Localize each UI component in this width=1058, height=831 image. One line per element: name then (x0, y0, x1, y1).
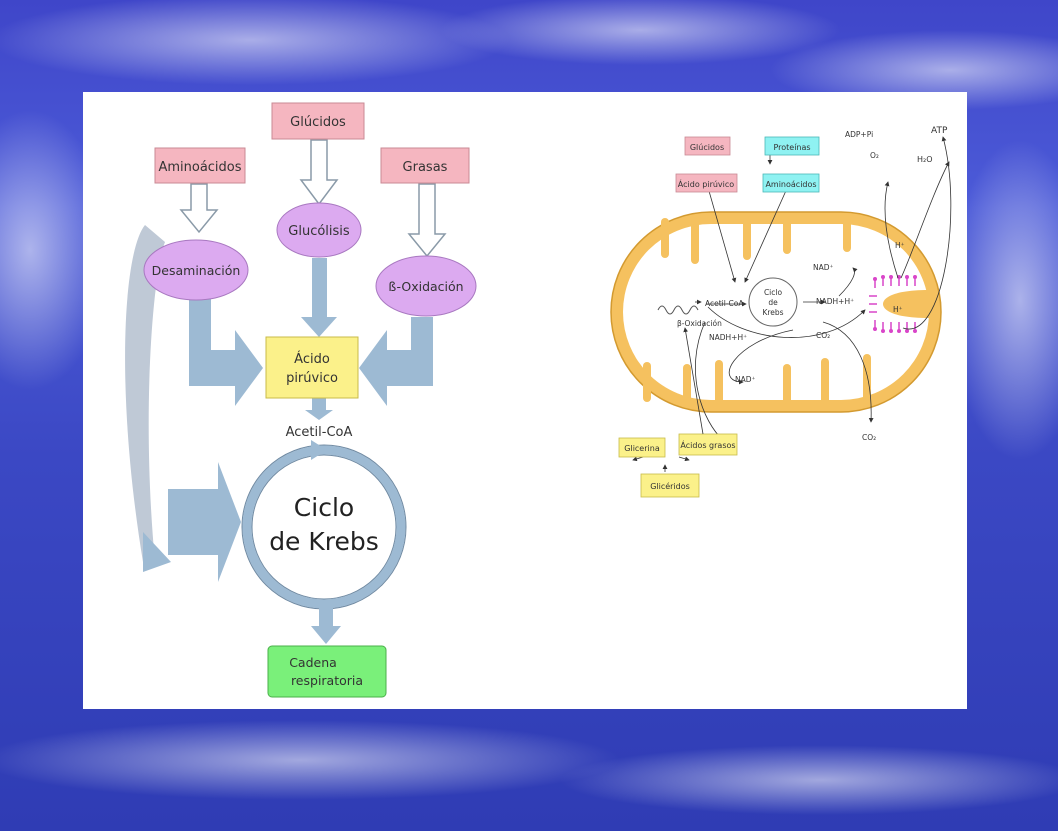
bypass-arrow-tip (143, 532, 171, 572)
atp-synthase-pins (869, 278, 916, 330)
glycerides-box (640, 473, 700, 498)
deamination-bypass-arrow (125, 225, 165, 562)
h-plus-bottom-label: H⁺ (893, 305, 903, 314)
glycerol-box (618, 437, 666, 458)
nadh-left-label: NADH+H⁺ (709, 333, 747, 342)
mini-amino-box (762, 173, 820, 193)
glycolysis-label: Glucólisis (288, 224, 350, 239)
amino-acids-box (154, 147, 246, 184)
mini-krebs-line2: de (768, 298, 778, 307)
h-plus-top-label: H⁺ (895, 241, 905, 250)
beta-oxidation-label: ß-Oxidación (388, 279, 463, 294)
respiratory-chain-label-line2: respiratoria (291, 673, 363, 688)
glycerides-label: Glicéridos (650, 481, 690, 491)
left-metabolism-diagram: Glúcidos Aminoácidos Grasas Glucólisis D… (125, 102, 477, 698)
acetyl-coa-label: Acetil-CoA (286, 425, 353, 440)
krebs-label-line1: Ciclo (294, 493, 354, 522)
glucides-label: Glúcidos (290, 115, 346, 130)
cristae-top (661, 218, 851, 264)
amino-down-arrow (179, 183, 219, 234)
mini-glucides-box (684, 136, 731, 156)
mini-acetyl-coa-label: Acetil-CoA (705, 299, 744, 308)
fats-down-arrow (407, 183, 447, 258)
beta-oxidation-coil (657, 305, 699, 315)
right-mitochondrion-diagram: Glúcidos Ácido pirúvico Proteínas Aminoá… (610, 126, 952, 498)
left-flow-into-krebs (168, 462, 241, 582)
adp-pi-label: ADP+Pi (845, 130, 873, 139)
mini-glucides-label: Glúcidos (690, 143, 724, 152)
krebs-to-chain-arrow (311, 600, 341, 644)
atp-synthase-heads (873, 275, 917, 333)
mini-pyruvic-label: Ácido pirúvico (678, 178, 734, 189)
glycolysis-ellipse (276, 202, 362, 258)
mini-beta-oxidation-label: β-Oxidación (677, 319, 722, 328)
fats-label: Grasas (403, 160, 448, 175)
mini-proteins-box (764, 136, 820, 156)
nad-bottom-label: NAD⁺ (735, 375, 756, 384)
pyruvic-acid-label-line1: Ácido (294, 351, 330, 367)
nad-top-label: NAD⁺ (813, 263, 834, 272)
beta-oxidation-ellipse (375, 255, 477, 317)
amino-acids-label: Aminoácidos (158, 160, 241, 175)
nadh-right-label: NADH+H⁺ (816, 297, 854, 306)
pathway-arrows (632, 136, 952, 472)
fatty-acids-label: Ácidos grasos (680, 439, 735, 450)
respiratory-chain-box (267, 645, 387, 698)
fats-box (380, 147, 470, 184)
betaox-to-pyruvate-arrow (359, 317, 433, 406)
fatty-acids-box (678, 433, 738, 456)
mini-amino-label: Aminoácidos (765, 180, 816, 189)
mini-krebs-line3: Krebs (762, 308, 783, 317)
pyruvic-acid-label-line2: pirúvico (286, 371, 338, 386)
glycolysis-to-pyruvate-arrow (301, 258, 337, 337)
co2-outer-label: CO₂ (862, 433, 876, 442)
krebs-entry-arrow (311, 440, 327, 460)
glycerol-label: Glicerina (624, 444, 660, 453)
metabolism-diagrams: Glúcidos Aminoácidos Grasas Glucólisis D… (125, 102, 952, 698)
mini-proteins-label: Proteínas (773, 143, 810, 152)
glucides-box (271, 102, 365, 140)
atp-label: ATP (931, 126, 948, 136)
respiratory-chain-label-line1: Cadena (289, 655, 337, 670)
fatty-acids-to-betaox-arrow (683, 327, 704, 435)
mini-krebs-line1: Ciclo (764, 288, 783, 297)
glucides-down-arrow (299, 139, 339, 206)
o2-label: O₂ (870, 151, 879, 160)
deamination-ellipse (143, 239, 249, 301)
h2o-label: H₂O (917, 155, 933, 164)
right-crista (883, 290, 929, 318)
deamination-to-pyruvate-arrow (189, 297, 263, 406)
mini-krebs-circle (748, 277, 798, 327)
krebs-label-line2: de Krebs (269, 527, 379, 556)
pyruvic-acid-box (265, 336, 359, 399)
deamination-label: Desaminación (152, 263, 241, 278)
cristae-bottom (643, 354, 871, 404)
pyruvate-to-acetyl-arrow (305, 398, 333, 420)
content-panel: Glúcidos Aminoácidos Grasas Glucólisis D… (83, 92, 967, 709)
co2-inner-label: CO₂ (816, 331, 830, 340)
mini-pyruvic-box (675, 173, 738, 193)
